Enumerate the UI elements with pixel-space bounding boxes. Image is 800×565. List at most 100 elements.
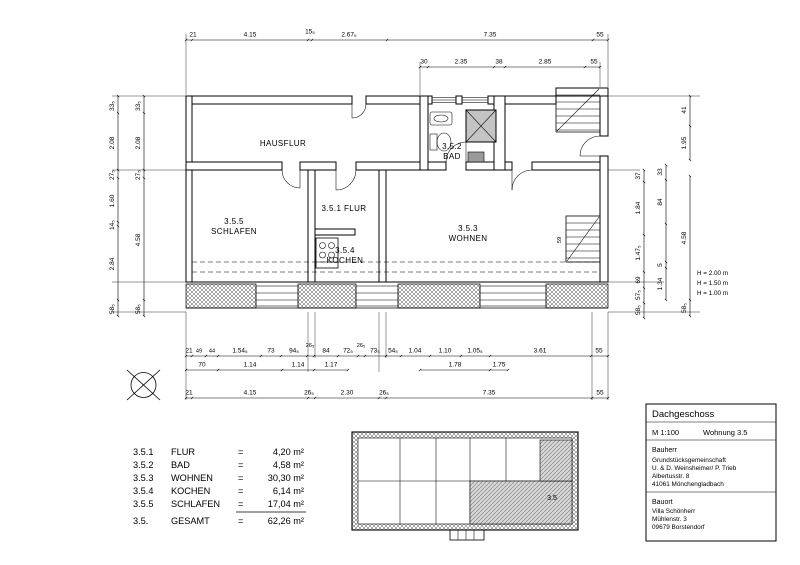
room-label-schlafen: SCHLAFEN xyxy=(211,227,257,236)
mini-plan-unit-label: 3.5 xyxy=(547,495,557,502)
area-row-value: 17,04 m² xyxy=(268,499,304,509)
dim-label: 3.61 xyxy=(534,348,547,355)
dim-label: 2.30 xyxy=(341,390,354,397)
dim-label: 15₅ xyxy=(305,29,315,36)
dim-label: 59 xyxy=(557,237,563,243)
area-row-eq: = xyxy=(238,486,243,496)
titleblock-bauort-line: Villa Schönherr xyxy=(652,508,696,515)
dim-label: 26₅ xyxy=(306,343,314,349)
dim-label: 1.75 xyxy=(493,362,506,369)
area-row-value: 30,30 m² xyxy=(268,473,304,483)
dim-label: 4.15 xyxy=(244,390,257,397)
floor-plan-walls xyxy=(185,87,609,283)
dim-label: 58₅ xyxy=(135,304,142,314)
dim-label: 4.15 xyxy=(244,32,257,39)
room-label-flur: 3.5.1 FLUR xyxy=(322,204,367,213)
dim-label: 38 xyxy=(495,59,503,66)
dim-label: 1.14 xyxy=(244,362,257,369)
dim-label: 55 xyxy=(590,59,598,66)
titleblock-bauherr-line: U. & D. Weinsheimer/ P. Trieb xyxy=(652,465,737,472)
area-row-code: 3.5.3 xyxy=(133,473,153,483)
area-row-name: FLUR xyxy=(171,447,195,457)
title-block: Dachgeschoss M 1:100 Wohnung 3.5 Bauherr… xyxy=(645,403,777,542)
dim-label: 55 xyxy=(596,390,604,397)
titleblock-bauort-line: Mühlenstr. 3 xyxy=(652,516,687,523)
dim-label: 54₅ xyxy=(388,348,398,355)
dim-label: 73₅ xyxy=(370,348,380,355)
north-symbol-icon xyxy=(126,369,161,401)
dim-label: 1.17 xyxy=(325,362,338,369)
dim-label: 1.14 xyxy=(292,362,305,369)
dim-label: 44 xyxy=(209,349,215,355)
window-icon xyxy=(255,285,547,307)
overview-mini-plan: 3.5 xyxy=(351,431,579,541)
dim-label: 2.85 xyxy=(539,59,552,66)
dim-label: 58₅ xyxy=(109,304,116,314)
dim-label: 5 xyxy=(657,263,664,267)
dim-label: 30 xyxy=(420,59,428,66)
dim-label: 84 xyxy=(657,198,664,206)
room-code-wohnen: 3.5.3 xyxy=(458,224,478,233)
dim-label: 21 xyxy=(185,390,193,397)
dim-label: 69 xyxy=(635,276,642,284)
dim-label: 2.08 xyxy=(109,136,116,149)
dim-label: 1.60 xyxy=(109,194,116,207)
dim-label: 1.78 xyxy=(449,362,462,369)
area-row-eq: = xyxy=(238,499,243,509)
titleblock-unit: Wohnung 3.5 xyxy=(703,428,747,437)
window-icon xyxy=(431,97,489,103)
area-row-name: KOCHEN xyxy=(171,486,210,496)
area-row-value: 4,58 m² xyxy=(273,460,304,470)
area-row-code: 3.5.4 xyxy=(133,486,153,496)
roof-stair-icon xyxy=(565,215,601,263)
dim-label: 1.95 xyxy=(681,136,688,149)
dim-label: 58₅ xyxy=(635,305,642,315)
area-row-value: 6,14 m² xyxy=(273,486,304,496)
chimney-icon xyxy=(465,109,497,163)
dim-label: 55 xyxy=(595,348,603,355)
dim-label: 21 xyxy=(189,32,197,39)
dim-label: 84 xyxy=(322,348,330,355)
dim-label: 94₅ xyxy=(289,348,299,355)
dim-label: 2.84 xyxy=(109,257,116,270)
area-row-eq: = xyxy=(238,460,243,470)
area-row-eq: = xyxy=(238,447,243,457)
area-row-code: 3.5.5 xyxy=(133,499,153,509)
door-arc xyxy=(281,103,601,191)
area-row-value: 62,26 m² xyxy=(268,516,304,526)
dim-label: 1.34 xyxy=(657,277,664,290)
room-label-kochen: KOCHEN xyxy=(327,256,364,265)
area-row-name: WOHNEN xyxy=(171,473,213,483)
titleblock-bauort-label: Bauort xyxy=(652,499,673,506)
cooktop-icon xyxy=(315,237,339,269)
dim-label: 1.04 xyxy=(409,348,422,355)
dim-label: 4.58 xyxy=(135,233,142,246)
staircase-icon xyxy=(555,88,600,133)
height-note: H = 1.50 m xyxy=(697,280,728,287)
dim-label: 70 xyxy=(198,362,206,369)
dim-label: 26₅ xyxy=(379,390,389,397)
dim-label: 33₅ xyxy=(135,101,142,111)
titleblock-bauherr-line: Albertusstr. 8 xyxy=(652,473,690,480)
dim-label: 33 xyxy=(657,168,664,176)
dim-label: 49 xyxy=(196,349,202,355)
knee-wall-band xyxy=(185,261,609,309)
dim-label: 41 xyxy=(681,106,688,114)
dimension-chains xyxy=(116,38,692,400)
dim-label: 2.35 xyxy=(455,59,468,66)
area-table: 3.5.1 FLUR = 4,20 m² 3.5.2 BAD = 4,58 m²… xyxy=(133,447,306,526)
dim-label: 2.08 xyxy=(135,136,142,149)
dim-label: 58₅ xyxy=(681,303,688,313)
height-note: H = 2.00 m xyxy=(697,270,728,277)
dimension-labels: 21 4.15 15₅ 2.67₅ 7.35 55 30 2.35 38 2.8… xyxy=(109,29,728,397)
area-row-value: 4,20 m² xyxy=(273,447,304,457)
room-label-wohnen: WOHNEN xyxy=(449,234,488,243)
area-row-eq: = xyxy=(238,516,243,526)
room-code-bad: 3.5.2 xyxy=(442,142,462,151)
dim-label: 1.47₅ xyxy=(635,245,642,261)
titleblock-bauherr-line: Grundstücksgemeinschaft xyxy=(652,457,726,464)
dim-label: 26₅ xyxy=(304,390,314,397)
dim-label: 2.67₅ xyxy=(341,32,357,39)
sink-icon xyxy=(429,111,453,126)
